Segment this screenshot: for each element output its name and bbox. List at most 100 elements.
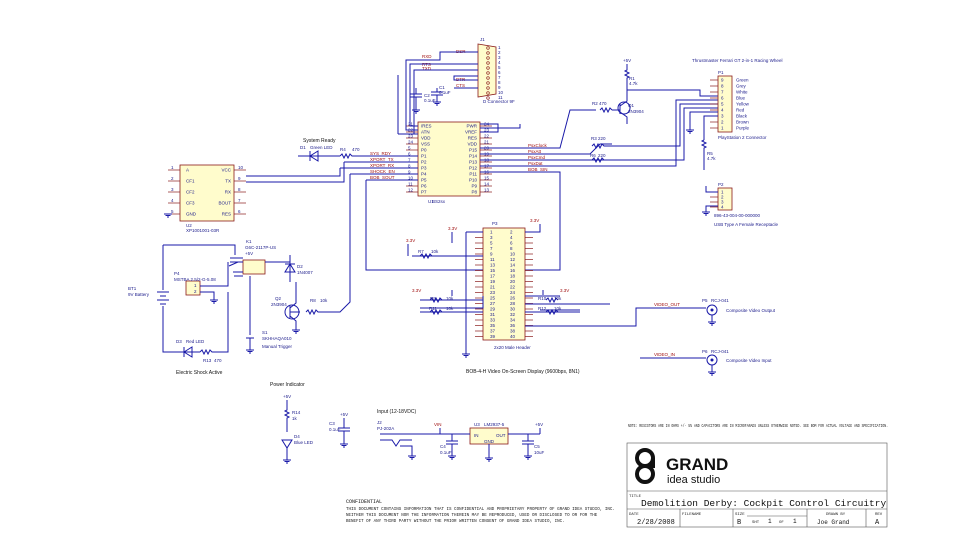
r10-supply: 3.3V xyxy=(560,288,569,293)
p1-pin-number: 9 xyxy=(721,78,724,83)
p6-rca-input[interactable]: VIDEO_IN P6 RCJ-041 Composite Video Inpu… xyxy=(640,349,772,372)
ground-symbols xyxy=(164,101,716,464)
net-psxcmd: PsxCmd xyxy=(528,155,545,160)
u1-pin-label: VSS xyxy=(421,142,430,147)
p1-wire-color: White xyxy=(736,90,748,95)
d3-ref: D3 xyxy=(176,339,182,344)
p2-pn: 896-43-004-00-000000 xyxy=(714,213,761,218)
r9-resistor: R9 10k 3.3V xyxy=(412,288,454,304)
p3-pin-number: 2 xyxy=(510,230,513,235)
r4-resistor: R4 470 xyxy=(339,147,364,160)
d4-ref: D4 xyxy=(294,434,300,439)
p1-wire-color: Brown xyxy=(736,120,749,125)
p6-ref: P6 xyxy=(702,349,708,354)
c2-capacitor: C2 0.1uF xyxy=(410,88,436,110)
p1-pin-number: 5 xyxy=(721,102,724,107)
r9-val: 10k xyxy=(446,296,454,301)
q2-pn: 2N3904 xyxy=(271,302,287,307)
r4-val: 470 xyxy=(352,147,360,152)
sheet-rev: A xyxy=(875,519,880,527)
c5-capacitor: C5 10uF xyxy=(522,434,545,456)
p3-pin-number: 5 xyxy=(490,241,493,246)
net-psxdat: PsxDat xyxy=(528,161,543,166)
r3-ref: R3 xyxy=(591,136,597,141)
c3-val: 0.1uF xyxy=(329,427,341,432)
p2-pin-number: 2 xyxy=(721,195,724,200)
p1-wire-color: Blue xyxy=(736,96,746,101)
p3-pin-number: 8 xyxy=(510,246,513,251)
d1-label: System Ready xyxy=(303,138,336,144)
u1-pin-label: VDD xyxy=(467,142,477,147)
p1-pin-number: 6 xyxy=(721,96,724,101)
u1-pin-number: 12 xyxy=(408,188,414,193)
u2-pin-number: 5 xyxy=(171,209,174,214)
p3-ref: P3 xyxy=(492,221,498,226)
p3-pin-number: 36 xyxy=(510,323,516,328)
title-label: TITLE xyxy=(629,495,642,499)
u2-pin-number: 7 xyxy=(238,198,241,203)
r6-resistor: R6 220 xyxy=(590,107,718,164)
q2-ref: Q2 xyxy=(275,296,282,301)
u1-pin-number: 9 xyxy=(408,170,411,175)
r13-ref: R13 xyxy=(203,358,212,363)
s1-ref: S1 xyxy=(262,330,268,335)
d3-led: D3 Red LED R13 470 Electric Shock Active xyxy=(176,292,229,376)
p3-pin-number: 25 xyxy=(490,296,496,301)
p3-pin-number: 13 xyxy=(490,263,496,268)
d1-name: Green LED xyxy=(310,145,333,150)
sht-label: SHT xyxy=(752,521,760,525)
p5-rca-output[interactable]: VIDEO_OUT P5 RCJ-041 Composite Video Out… xyxy=(620,298,776,327)
u1-pin-label: P10 xyxy=(469,178,478,183)
u1-pin-label: P1 xyxy=(421,154,427,159)
p4-pin2: 2 xyxy=(194,289,197,294)
j2-ref: J2 xyxy=(377,420,382,425)
p2-ref: P2 xyxy=(718,182,724,187)
p3-pin-number: 4 xyxy=(510,235,513,240)
p3-pin-number: 6 xyxy=(510,241,513,246)
r10-ref: R10 xyxy=(538,296,547,301)
j1-name: D Connector 9F xyxy=(483,99,515,104)
confidential-notice: CONFIDENTIAL THIS DOCUMENT CONTAINS INFO… xyxy=(346,499,615,524)
r7-val: 10k xyxy=(431,249,439,254)
u1-pin-label: P15 xyxy=(469,148,478,153)
u3-name: LM2937-5 xyxy=(484,422,505,427)
power-indicator: Power Indicator +5V R14 1k D4 Blue LED xyxy=(270,382,314,460)
u1-pin-label: /RES xyxy=(421,124,432,129)
p1-pin-number: 2 xyxy=(721,120,724,125)
j1-pin-number: 6 xyxy=(498,70,501,75)
p5-name: Composite Video Output xyxy=(726,308,776,313)
u2-pin-label: TX xyxy=(225,179,231,184)
p3-pin-number: 24 xyxy=(510,290,516,295)
r9-ref: R9 xyxy=(430,296,436,301)
r1-ref: R1 xyxy=(629,76,635,81)
r9-supply: 3.3V xyxy=(412,288,421,293)
c4-ref: C4 xyxy=(440,444,446,449)
u1-pin-number: 21 xyxy=(484,140,490,145)
p3-pin-number: 27 xyxy=(490,301,496,306)
p1-pin-number: 3 xyxy=(721,114,724,119)
u1-pin-label: P4 xyxy=(421,172,427,177)
c3-supply: +5V xyxy=(340,412,348,417)
p1-pin-number: 7 xyxy=(721,90,724,95)
c5-val: 10uF xyxy=(534,450,545,455)
c3-ref: C3 xyxy=(329,421,335,426)
u1-pin-number: 6 xyxy=(408,152,411,157)
p3-pin-number: 38 xyxy=(510,329,516,334)
p3-pin-number: 11 xyxy=(490,257,495,262)
u1-pin-label: P3 xyxy=(421,166,427,171)
j2-power-jack[interactable]: Input (12-18VDC) J2 PJ-202A xyxy=(377,409,440,456)
j1-pin-number: 2 xyxy=(498,50,501,55)
u2-pin-number: 8 xyxy=(238,187,241,192)
r5-ref: R5 xyxy=(707,151,713,156)
c1-capacitor: C1 0.1uF xyxy=(431,85,451,102)
s1-switch[interactable]: S1 SKHHAQA010 Manual Trigger xyxy=(246,276,293,350)
k1-pn: G6C-2117P-US xyxy=(245,245,276,250)
net-xport-rx: XPORT_RX xyxy=(370,163,394,168)
title-block: NOTE: RESISTORS ARE IN OHMS +/- 5% AND C… xyxy=(626,424,888,528)
d1-led: System Ready D1 Green LED xyxy=(298,138,340,162)
r5-resistor: R5 4.7k xyxy=(700,139,716,170)
u1-pin-number: 7 xyxy=(408,158,411,163)
